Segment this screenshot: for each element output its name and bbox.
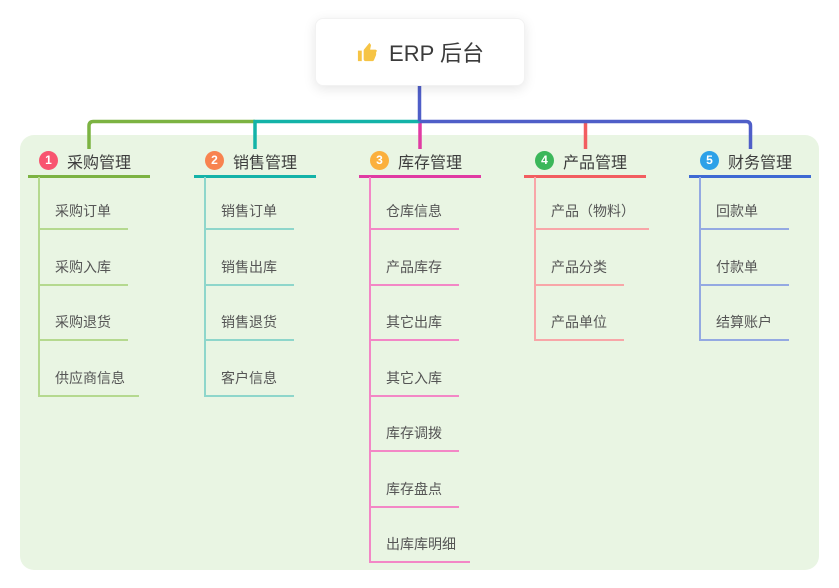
branch-spine-line	[699, 177, 701, 341]
branch-label: 财务管理	[728, 154, 793, 172]
branch-number-badge: 2	[205, 151, 224, 170]
branch-number-badge: 1	[39, 151, 58, 170]
branch-header-4[interactable]: 4 产品管理	[524, 146, 646, 178]
child-node[interactable]: 客户信息	[204, 368, 294, 397]
branch-label: 采购管理	[67, 154, 132, 172]
child-node[interactable]: 库存调拨	[369, 423, 459, 452]
child-node[interactable]: 其它入库	[369, 368, 459, 397]
branch-spine-line	[204, 177, 206, 397]
thumbs-up-icon	[357, 42, 378, 61]
branch-label: 库存管理	[398, 154, 463, 172]
child-node[interactable]: 产品（物料）	[534, 201, 649, 230]
branch-number-badge: 5	[700, 151, 719, 170]
root-title: ERP 后台	[389, 41, 484, 66]
child-node[interactable]: 其它出库	[369, 312, 459, 341]
root-node[interactable]: ERP 后台	[315, 18, 525, 86]
branch-header-5[interactable]: 5 财务管理	[689, 146, 811, 178]
branch-spine-line	[38, 177, 40, 397]
branch-header-2[interactable]: 2 销售管理	[194, 146, 316, 178]
child-node[interactable]: 产品库存	[369, 257, 459, 286]
branches-panel	[20, 135, 819, 570]
branch-label: 产品管理	[563, 154, 628, 172]
child-node[interactable]: 采购订单	[38, 201, 128, 230]
child-node[interactable]: 仓库信息	[369, 201, 459, 230]
branch-header-1[interactable]: 1 采购管理	[28, 146, 150, 178]
branch-header-3[interactable]: 3 库存管理	[359, 146, 481, 178]
child-node[interactable]: 采购入库	[38, 257, 128, 286]
child-node[interactable]: 供应商信息	[38, 368, 139, 397]
child-node[interactable]: 销售订单	[204, 201, 294, 230]
branch-spine-line	[534, 177, 536, 341]
child-node[interactable]: 付款单	[699, 257, 789, 286]
child-node[interactable]: 库存盘点	[369, 479, 459, 508]
child-node[interactable]: 出库库明细	[369, 534, 470, 563]
branch-label: 销售管理	[233, 154, 298, 172]
child-node[interactable]: 产品单位	[534, 312, 624, 341]
child-node[interactable]: 采购退货	[38, 312, 128, 341]
child-node[interactable]: 销售出库	[204, 257, 294, 286]
child-node[interactable]: 回款单	[699, 201, 789, 230]
child-node[interactable]: 结算账户	[699, 312, 789, 341]
branch-number-badge: 4	[535, 151, 554, 170]
branch-spine-line	[369, 177, 371, 563]
child-node[interactable]: 产品分类	[534, 257, 624, 286]
child-node[interactable]: 销售退货	[204, 312, 294, 341]
branch-number-badge: 3	[370, 151, 389, 170]
